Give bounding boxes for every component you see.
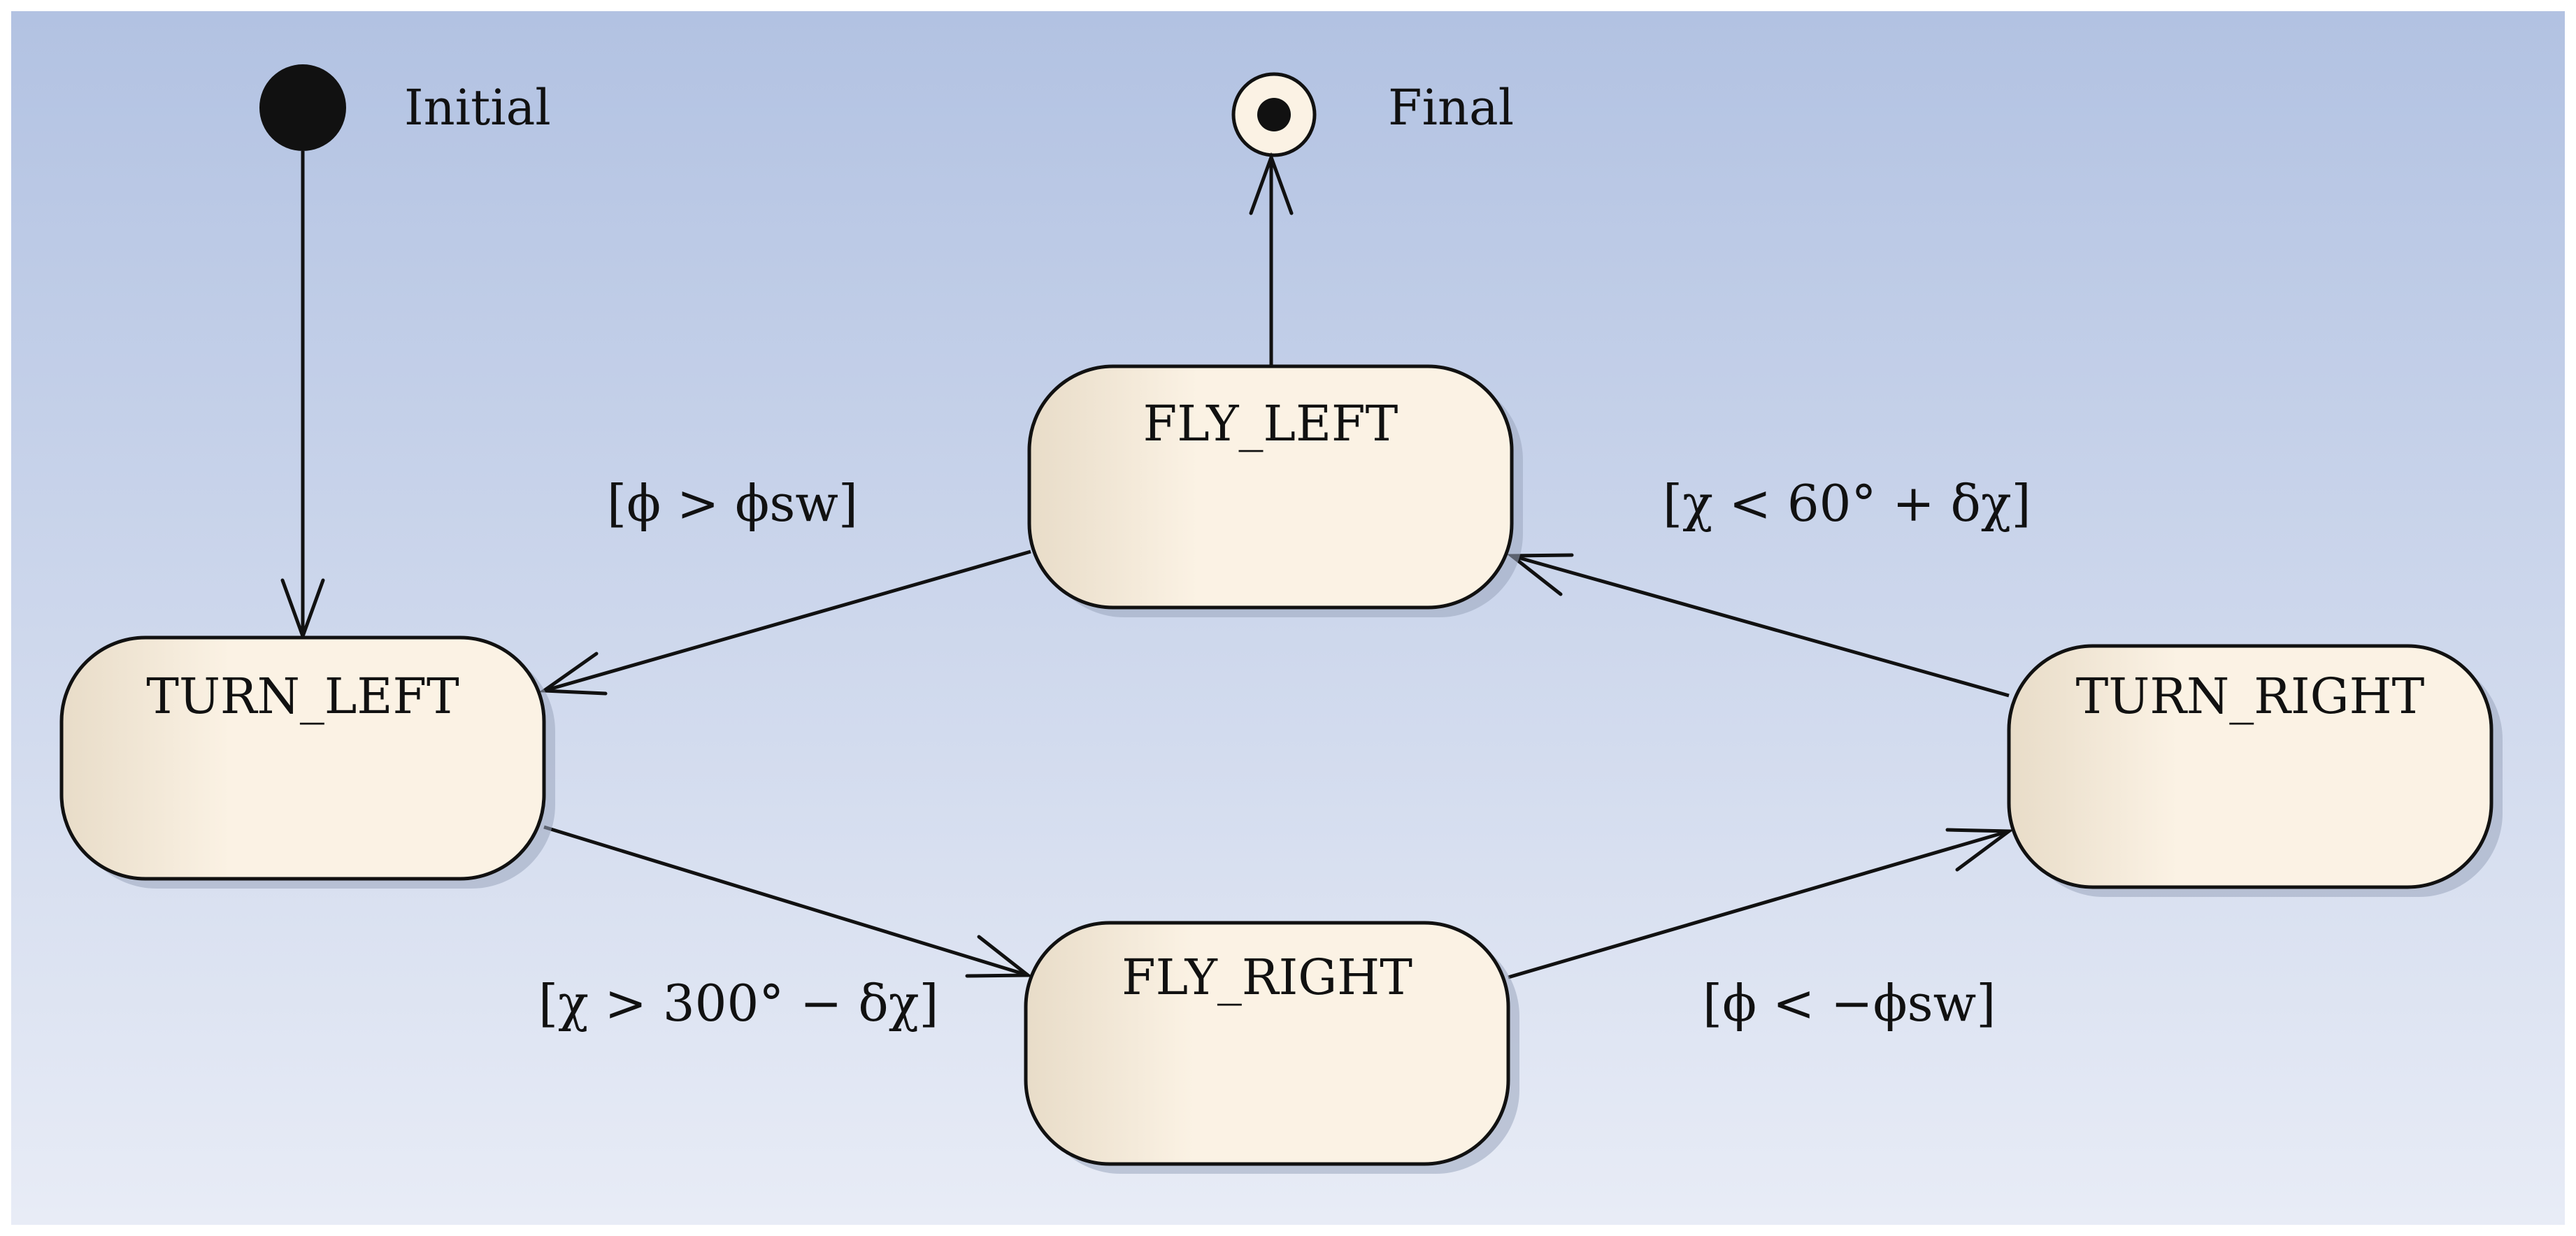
- final-dot: [1257, 98, 1291, 131]
- state-turn-right-label: TURN_RIGHT: [2076, 668, 2425, 725]
- guard-turn-left-to-fly-right: [χ > 300° − δχ]: [538, 974, 938, 1033]
- guard-fly-left-to-turn-left: [ϕ > ϕsw]: [607, 474, 858, 533]
- state-turn-left-label: TURN_LEFT: [146, 668, 459, 725]
- guard-fly-right-to-turn-right: [ϕ < −ϕsw]: [1703, 974, 1996, 1033]
- transition-fly-left-to-final: [1249, 152, 1294, 366]
- transition-turn-left-to-fly-right: [543, 825, 1033, 978]
- state-turn-right: TURN_RIGHT: [2007, 644, 2503, 897]
- state-turn-left-box: [59, 635, 546, 881]
- state-fly-left-box: [1027, 364, 1514, 610]
- initial-label: Initial: [404, 79, 551, 136]
- final-label: Final: [1388, 79, 1514, 136]
- transition-fly-right-to-turn-right: [1508, 828, 2015, 979]
- state-turn-right-box: [2007, 644, 2493, 889]
- state-fly-right: FLY_RIGHT: [1024, 921, 1519, 1174]
- state-fly-right-box: [1024, 921, 1510, 1166]
- state-fly-left-label: FLY_LEFT: [1143, 395, 1398, 452]
- final-node: Final: [1231, 72, 1514, 157]
- state-fly-right-label: FLY_RIGHT: [1122, 949, 1412, 1006]
- guard-turn-right-to-fly-left: [χ < 60° + δχ]: [1663, 474, 2031, 533]
- initial-dot: [259, 64, 346, 151]
- initial-node: Initial: [259, 64, 551, 151]
- state-turn-left: TURN_LEFT: [59, 635, 555, 889]
- state-fly-left: FLY_LEFT: [1027, 364, 1523, 617]
